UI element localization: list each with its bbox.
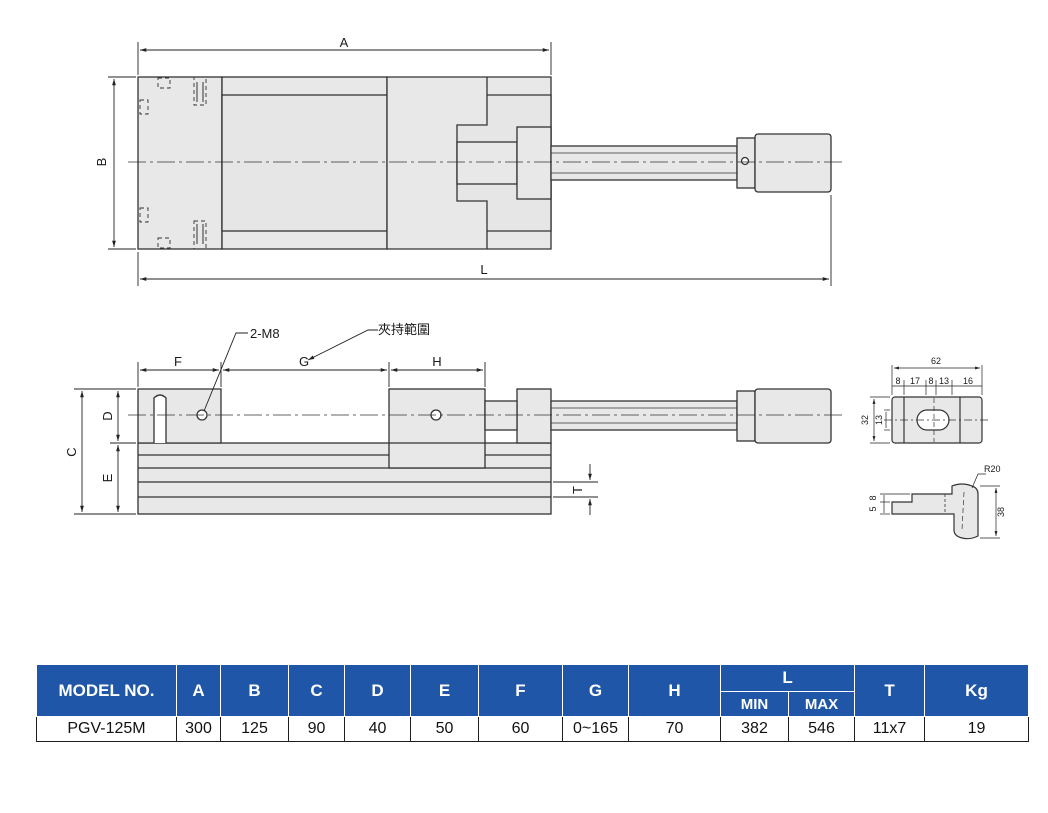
top-screw-rod [550, 145, 738, 181]
header-kg: Kg [924, 664, 1030, 717]
side-moving-jaw [388, 388, 486, 469]
cell-l-max: 546 [787, 716, 856, 742]
dim-5: 5 [868, 506, 878, 511]
cell-l-min: 382 [720, 716, 789, 742]
header-a: A [176, 664, 221, 717]
profile-dims [880, 473, 1000, 539]
cell-c: 90 [288, 716, 345, 742]
dim-label-a: A [340, 35, 349, 50]
profile-view [891, 483, 979, 540]
top-view [128, 76, 845, 250]
dim-label-t: T [570, 486, 585, 494]
end-view-dims [870, 365, 983, 444]
cell-d: 40 [344, 716, 411, 742]
cell-a: 300 [176, 716, 221, 742]
dim-label-l: L [480, 262, 487, 277]
header-d: D [344, 664, 411, 717]
side-screw-block [516, 388, 552, 444]
profile-jaw [891, 483, 979, 540]
header-l: L [719, 664, 856, 692]
dim-label-g: G [299, 354, 309, 369]
top-screw-block [516, 126, 552, 200]
top-handle [754, 133, 832, 193]
dim-13a: 13 [939, 376, 949, 386]
side-screw-rod [550, 400, 738, 431]
top-fixed-jaw [137, 76, 223, 250]
cell-kg: 19 [924, 716, 1030, 742]
dim-8c: 8 [868, 495, 878, 500]
header-model: MODEL NO. [36, 664, 177, 717]
header-h: H [628, 664, 721, 717]
header-l-min: MIN [720, 691, 789, 717]
cell-b: 125 [220, 716, 289, 742]
dim-label-d: D [100, 411, 115, 420]
clamp-range-callout: 夾持範圍 [378, 322, 430, 337]
dim-16: 16 [963, 376, 973, 386]
dim-label-b: B [94, 158, 109, 167]
thread-callout: 2-M8 [250, 326, 280, 341]
side-jaw-slot [153, 394, 167, 443]
side-handle [754, 388, 832, 444]
dim-62: 62 [931, 356, 941, 366]
dim-label-h: H [432, 354, 441, 369]
end-view [884, 396, 990, 444]
top-slide-guide [456, 141, 518, 185]
technical-drawing: A B L [64, 35, 1006, 540]
side-screw-guide [484, 400, 518, 431]
header-l-max: MAX [787, 691, 856, 717]
dim-13b: 13 [874, 415, 884, 425]
top-bed-window [221, 94, 388, 232]
top-dimensions [108, 42, 832, 286]
header-g: G [562, 664, 629, 717]
side-fixed-jaw [137, 388, 222, 444]
side-dimensions [74, 329, 598, 515]
header-t: T [854, 664, 926, 717]
side-view [128, 388, 845, 515]
side-screw-collar [736, 390, 756, 442]
cell-t: 11x7 [854, 716, 926, 742]
header-e: E [410, 664, 479, 717]
side-base [137, 442, 552, 515]
dim-8a: 8 [895, 376, 900, 386]
header-f: F [478, 664, 563, 717]
dim-38: 38 [996, 507, 1006, 517]
table-row: PGV-125M 300 125 90 40 50 60 0~165 70 38… [36, 716, 1030, 742]
dim-label-e: E [100, 473, 115, 482]
cell-h: 70 [628, 716, 721, 742]
cell-f: 60 [478, 716, 563, 742]
dim-label-f: F [174, 354, 182, 369]
spec-table: MODEL NO. A B C D E F G H L T Kg MIN MAX… [36, 664, 1030, 742]
dim-label-c: C [64, 447, 79, 456]
dim-r20: R20 [984, 464, 1001, 474]
header-c: C [288, 664, 345, 717]
cell-g: 0~165 [562, 716, 629, 742]
dim-32: 32 [860, 415, 870, 425]
header-b: B [220, 664, 289, 717]
cell-model: PGV-125M [36, 716, 177, 742]
cell-e: 50 [410, 716, 479, 742]
dim-8b: 8 [928, 376, 933, 386]
top-pin-hole [740, 156, 750, 166]
dim-17: 17 [910, 376, 920, 386]
